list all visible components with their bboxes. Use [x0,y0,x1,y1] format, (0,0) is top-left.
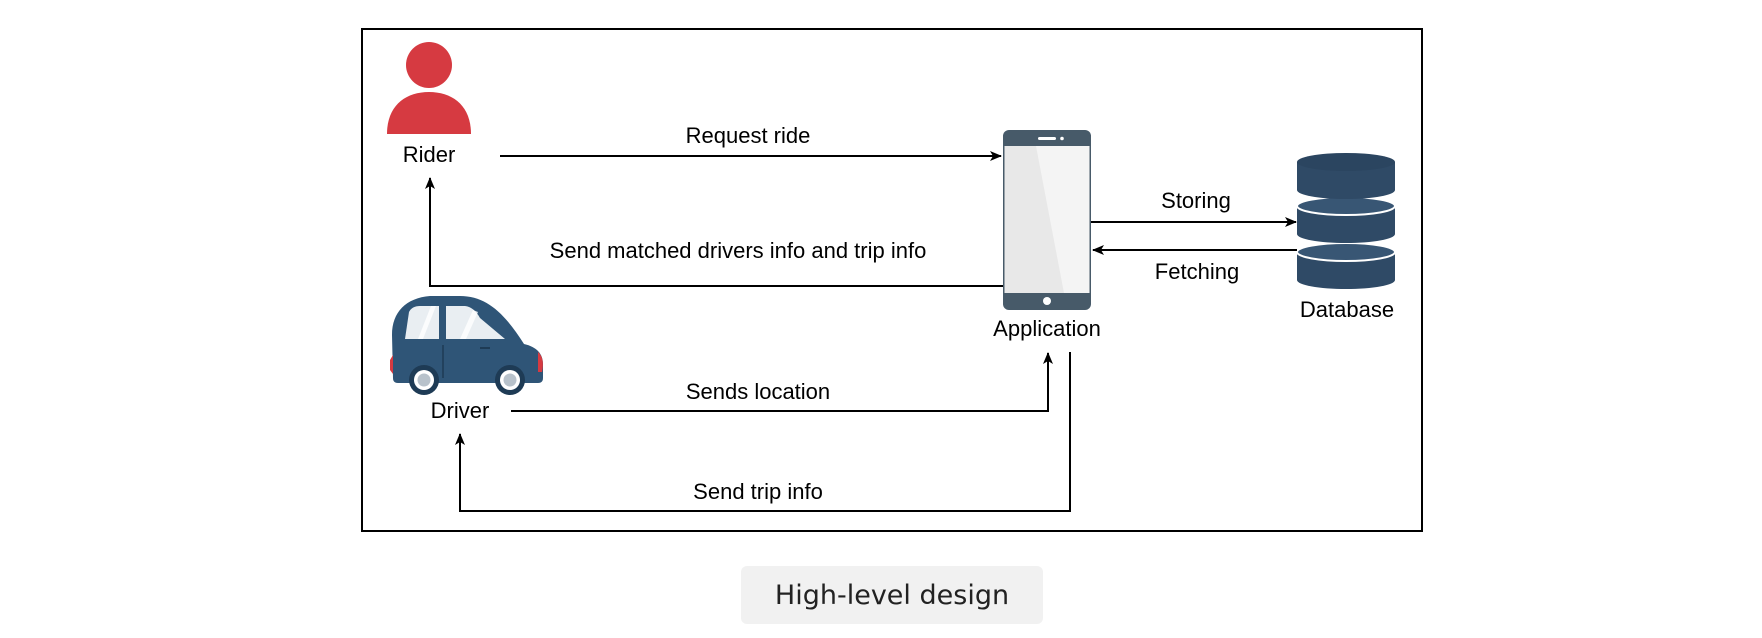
storing-label: Storing [1161,188,1231,213]
high-level-design-diagram: Rider Driver [361,28,1423,532]
diagram-caption: High-level design [741,566,1043,624]
sends-location-arrow [511,352,1053,412]
send-trip-info-arrow [455,352,1071,512]
request-ride-label: Request ride [686,123,811,148]
diagram-frame [361,28,1423,532]
person-icon [387,42,471,134]
smartphone-icon [1003,130,1091,310]
fetching-label: Fetching [1155,259,1239,284]
send-trip-info-label: Send trip info [693,479,823,504]
send-matched-info-label: Send matched drivers info and trip info [550,238,927,263]
car-icon [390,296,543,395]
send-matched-info-arrow [425,177,1003,287]
driver-label: Driver [431,398,490,423]
rider-label: Rider [403,142,456,167]
sends-location-label: Sends location [686,379,830,404]
application-label: Application [993,316,1101,341]
database-icon [1296,153,1396,289]
database-label: Database [1300,297,1394,322]
